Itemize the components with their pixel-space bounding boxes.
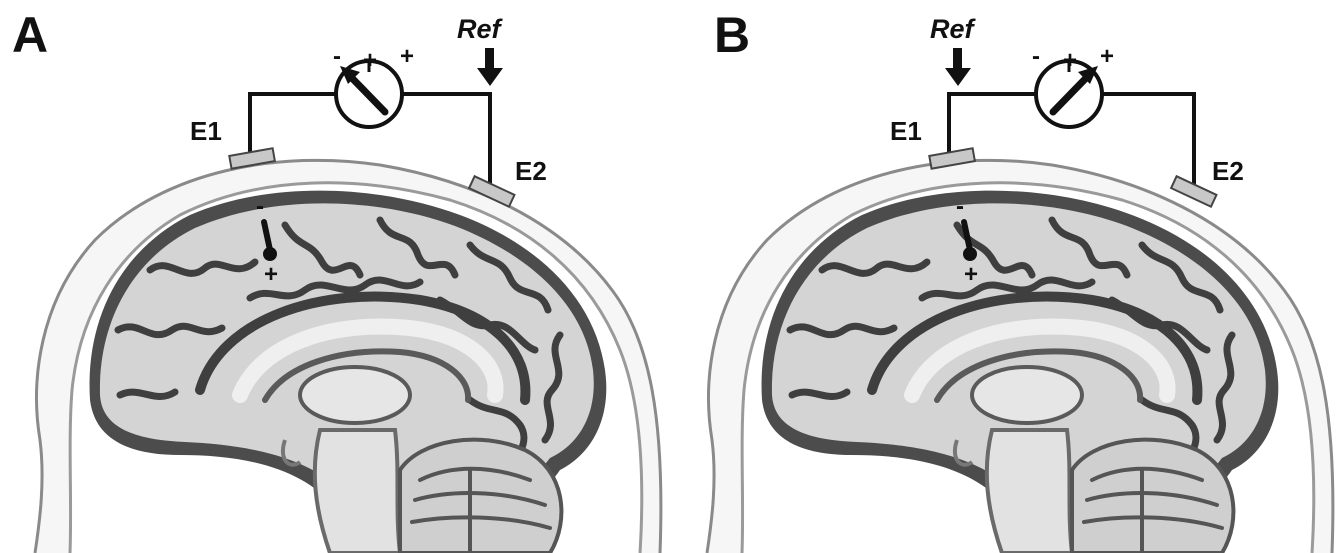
electrode-e1-icon xyxy=(228,147,277,170)
panel-a-diagram: - + + Ref E1 E2 - + A xyxy=(12,7,672,553)
dipole-icon xyxy=(261,219,277,261)
panel-b: - + + Ref E1 E2 - + B xyxy=(672,0,1344,553)
voltmeter-icon xyxy=(1034,59,1104,129)
meter-minus-sign: - xyxy=(333,43,341,70)
meter-plus-sign: + xyxy=(400,43,414,70)
dipole-icon xyxy=(961,219,977,261)
panel-a: - + + Ref E1 E2 - + A xyxy=(12,7,672,553)
voltmeter-icon xyxy=(334,59,404,129)
electrode-e2-icon xyxy=(1169,174,1218,208)
panel-b-diagram: - + + Ref E1 E2 - + B xyxy=(672,7,1344,553)
e1-label: E1 xyxy=(190,116,222,146)
brain-illustration xyxy=(707,160,1333,553)
panel-letter: A xyxy=(12,7,48,63)
dipole-plus-sign: + xyxy=(964,261,978,288)
circuit-wire xyxy=(248,92,492,185)
arrow-down-icon xyxy=(477,48,503,86)
e2-label: E2 xyxy=(1212,156,1244,186)
meter-center-sign: + xyxy=(363,47,377,74)
dipole-minus-sign: - xyxy=(256,193,264,220)
meter-center-sign: + xyxy=(1063,47,1077,74)
ref-label: Ref xyxy=(930,14,977,44)
electrode-e1-icon xyxy=(928,147,977,170)
electrode-e2-icon xyxy=(467,174,516,208)
dipole-plus-sign: + xyxy=(264,261,278,288)
meter-minus-sign: - xyxy=(1032,43,1040,70)
brain-illustration xyxy=(35,160,661,553)
meter-plus-sign: + xyxy=(1100,43,1114,70)
circuit-wire xyxy=(947,92,1196,185)
e2-label: E2 xyxy=(515,156,547,186)
e1-label: E1 xyxy=(890,116,922,146)
panel-letter: B xyxy=(714,7,750,63)
dipole-minus-sign: - xyxy=(956,193,964,220)
arrow-down-icon xyxy=(945,48,971,86)
ref-label: Ref xyxy=(457,14,504,44)
